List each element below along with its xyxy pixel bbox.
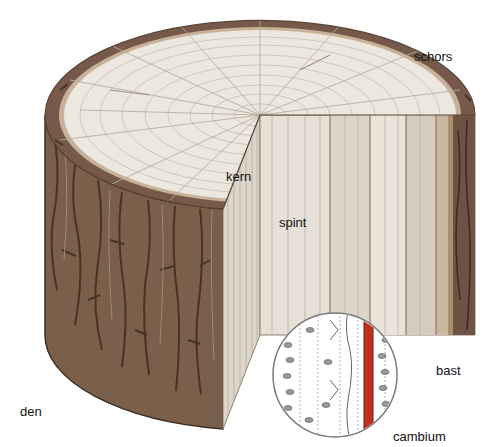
part-label: den — [20, 405, 42, 418]
right-face-layers — [272, 115, 475, 335]
cambium-band — [364, 305, 373, 445]
part-label: schors — [414, 50, 452, 63]
part-label: bast — [436, 364, 461, 377]
part-label: cambium — [393, 430, 446, 443]
top-face — [45, 20, 475, 210]
cell-detail — [283, 300, 394, 447]
cell-inset — [273, 313, 397, 437]
part-label: spint — [279, 216, 306, 229]
right-cut-face — [260, 115, 475, 335]
top-outline — [45, 20, 475, 209]
part-label: kern — [226, 170, 251, 183]
